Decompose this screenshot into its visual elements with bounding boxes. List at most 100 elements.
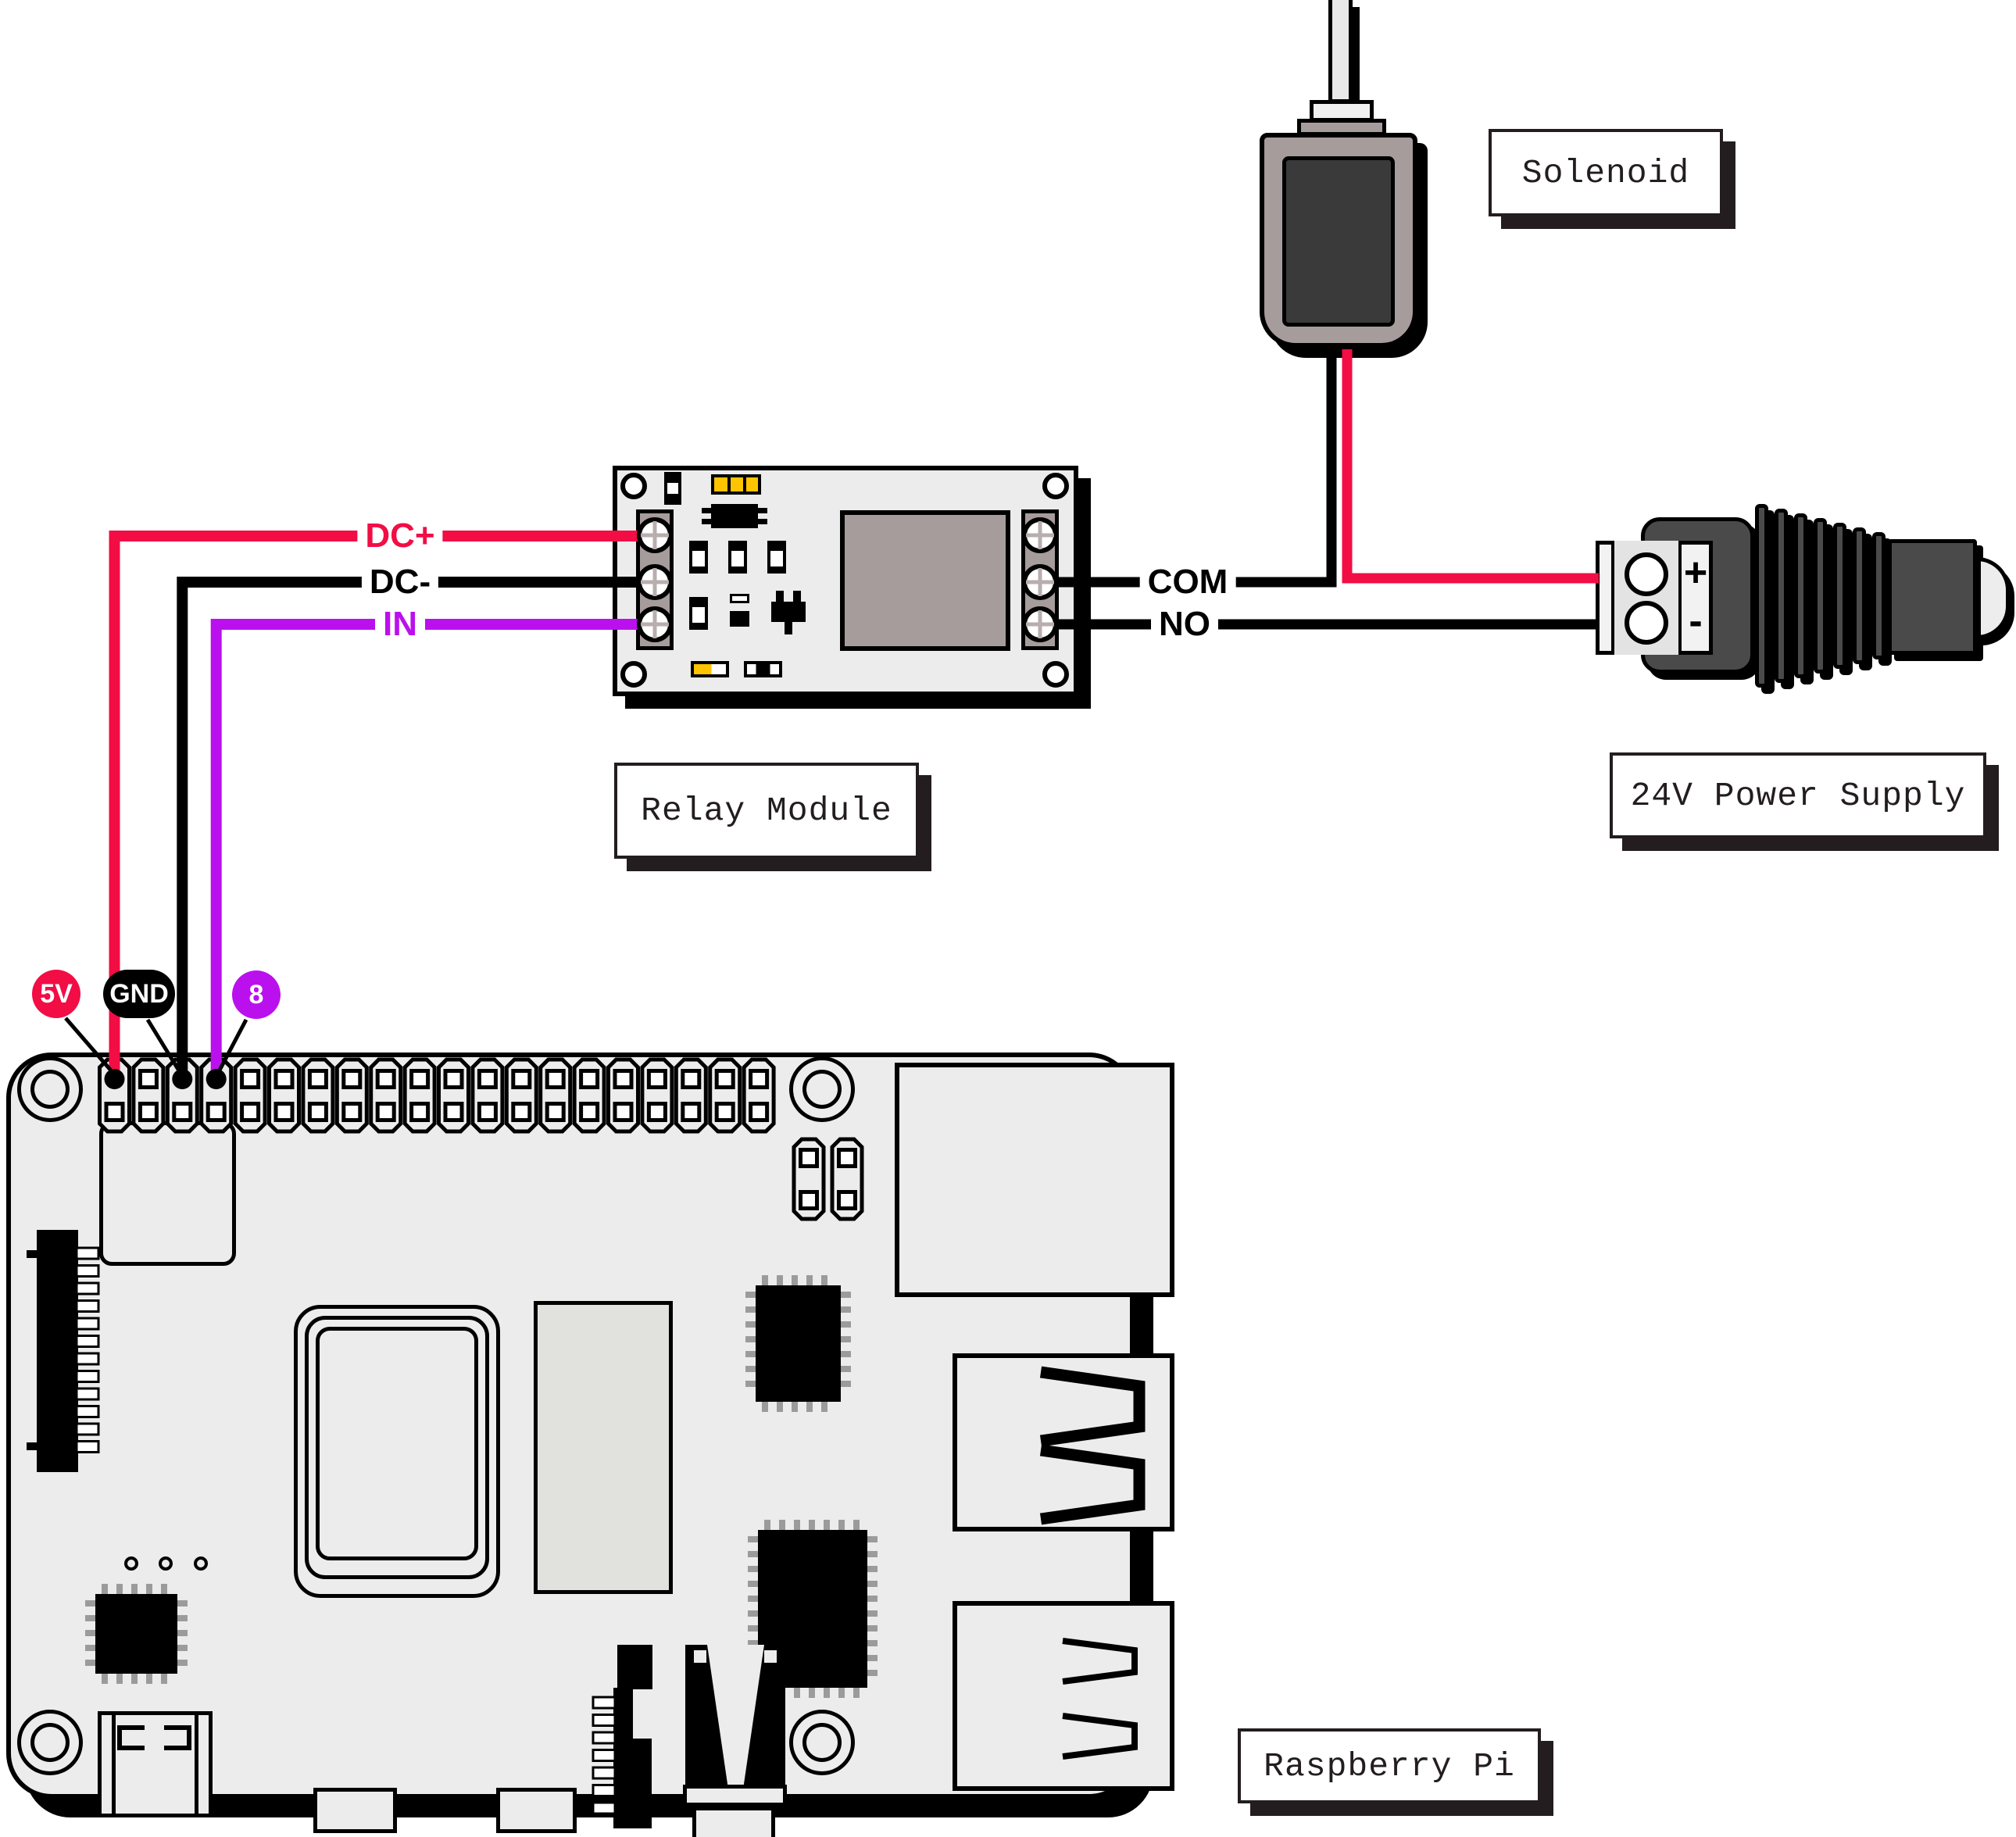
wire-5v-dc-plus: [109, 531, 641, 1077]
relay-mounting-hole: [1042, 661, 1069, 688]
pin-badge-8: 8: [232, 970, 281, 1019]
micro-hdmi-port: [496, 1788, 577, 1833]
power-plug-barrel: [1888, 539, 1977, 655]
av-jack-pad: [764, 1650, 777, 1663]
gpio-pin: [511, 1102, 532, 1122]
dsi-comb-tooth: [75, 1422, 100, 1436]
dsi-comb-tooth: [75, 1264, 100, 1278]
ram-chip: [534, 1301, 673, 1594]
relay-led: [691, 661, 729, 677]
dsi-comb-tooth: [75, 1405, 100, 1418]
gpio-pin: [681, 1069, 702, 1089]
wire-gpio8-in: [210, 619, 641, 1077]
power-supply-label: 24V Power Supply: [1630, 776, 1966, 815]
terminal-plus-sign: +: [1683, 550, 1708, 595]
dsi-tab: [27, 1250, 37, 1258]
usb-c-power-port: [98, 1711, 213, 1817]
gpio-pin-connected-dot: [172, 1069, 193, 1089]
pi-mounting-hole: [789, 1056, 855, 1122]
gpio-pin: [613, 1102, 634, 1122]
gpio-pin-connected-dot: [104, 1069, 125, 1089]
relay-module-label-box: Relay Module: [614, 763, 919, 859]
usb2-fork-icon: [1062, 1713, 1138, 1760]
csi-comb-tooth: [592, 1801, 617, 1815]
av-jack-pad: [694, 1650, 706, 1663]
gpio-pin: [681, 1102, 702, 1122]
solenoid-label-box: Solenoid: [1489, 129, 1723, 216]
solenoid-plunger: [1328, 0, 1353, 103]
relay-header-pads: [711, 474, 761, 495]
chip-pins: [764, 1688, 861, 1698]
pin-badge-gnd: GND: [103, 970, 175, 1018]
chip-pins: [102, 1584, 171, 1594]
dsi-comb-tooth: [75, 1370, 100, 1383]
usb-c-inner-line: [112, 1711, 116, 1817]
gpio-pin: [273, 1102, 295, 1122]
gpio-pin: [206, 1102, 227, 1122]
gpio-pin: [443, 1069, 464, 1089]
wire-label-dc-minus: DC-: [361, 565, 439, 599]
usb-c-bracket-icon: [164, 1725, 191, 1750]
dsi-comb-tooth: [75, 1335, 100, 1348]
pin-badge-8-label: 8: [248, 979, 264, 1010]
wire-label-in: IN: [375, 607, 425, 642]
gpio-pin: [273, 1069, 295, 1089]
gpio-pin: [138, 1069, 159, 1089]
pin-badge-5v: 5V: [32, 970, 80, 1018]
relay-smd: [730, 594, 749, 603]
gpio-pin-connected-dot: [206, 1069, 227, 1089]
cpu: [294, 1305, 500, 1598]
dsi-comb-tooth: [75, 1440, 100, 1453]
gpio-pin: [646, 1102, 667, 1122]
pin-badge-5v-label: 5V: [40, 978, 73, 1009]
gpio-pin: [443, 1102, 464, 1122]
power-plug-rib: [1775, 509, 1788, 683]
dsi-tab: [27, 1442, 37, 1450]
badge-callout-line: [64, 1017, 116, 1075]
cpu-core: [316, 1327, 478, 1560]
gpio-pin: [477, 1102, 498, 1122]
wire-label-com: COM: [1139, 565, 1236, 599]
usb-c-bracket-icon: [117, 1725, 145, 1750]
relay-transistor: [771, 602, 806, 622]
csi-comb-tooth: [592, 1714, 617, 1727]
gpio-pin: [545, 1102, 566, 1122]
relay-resistor: [767, 541, 786, 574]
chip-pins: [762, 1402, 835, 1412]
power-terminal-screw: [1625, 601, 1668, 645]
usb3-fork-icon: [1039, 1366, 1146, 1447]
terminal-minus-sign: -: [1689, 599, 1703, 644]
relay-smd-cap: [744, 661, 782, 677]
usb2-fork-icon: [1062, 1638, 1138, 1685]
dsi-comb-tooth: [75, 1246, 100, 1260]
relay-ic-pin: [702, 508, 711, 513]
gpio-pin: [511, 1069, 532, 1089]
wire-com: [1051, 349, 1337, 588]
gpio-pin: [409, 1069, 431, 1089]
gpio-pin: [240, 1069, 261, 1089]
dsi-comb-tooth: [75, 1352, 100, 1366]
power-supply-label-box: 24V Power Supply: [1610, 752, 1986, 838]
usb3-fork-icon: [1039, 1444, 1146, 1525]
chip-pins: [867, 1536, 878, 1682]
gpio-pin: [138, 1102, 159, 1122]
pi-mounting-hole: [17, 1056, 83, 1122]
gpio-pin: [307, 1102, 328, 1122]
gpio-pin: [714, 1102, 735, 1122]
micro-hdmi-port: [313, 1788, 397, 1833]
relay-mounting-hole: [620, 473, 647, 499]
csi-comb-tooth: [592, 1696, 617, 1710]
gpio-pin: [749, 1102, 770, 1122]
gpio-pin: [307, 1069, 328, 1089]
gpio-pin: [341, 1102, 363, 1122]
test-pad: [194, 1556, 208, 1571]
gpio-pin: [477, 1069, 498, 1089]
pi-mounting-hole: [17, 1710, 83, 1775]
relay-resistor: [689, 541, 708, 574]
csi-comb-tooth: [592, 1784, 617, 1797]
av-jack-barrel: [692, 1807, 775, 1837]
gpio-pin: [579, 1102, 600, 1122]
usb-c-inner-line: [195, 1711, 198, 1817]
